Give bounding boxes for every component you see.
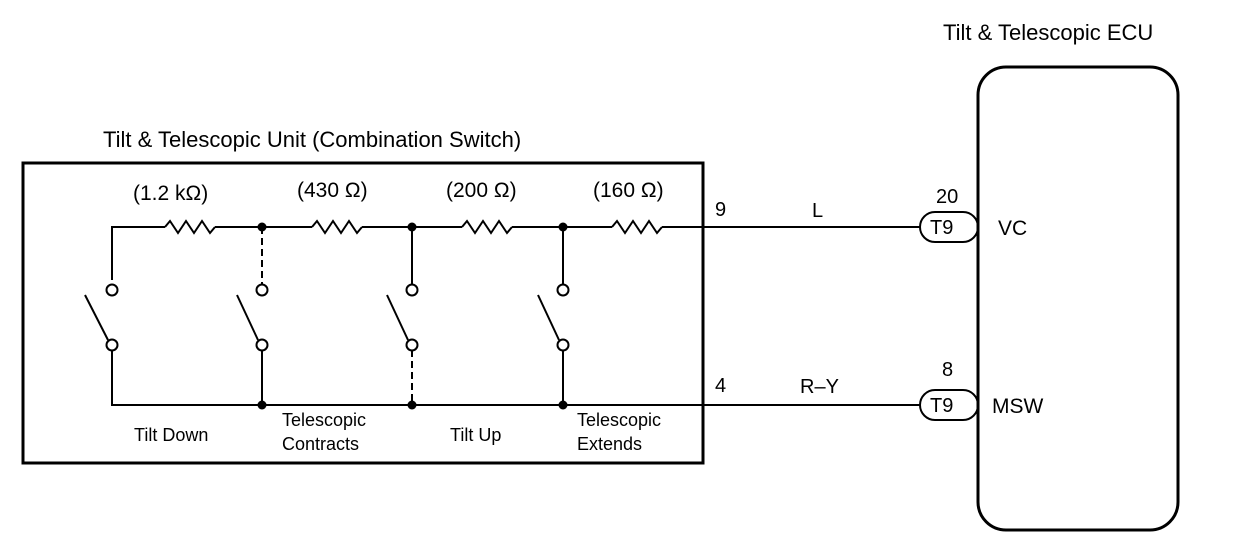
resistor-1-value: (1.2 kΩ) (133, 182, 208, 205)
switch-contact (105, 338, 119, 352)
connector-top-label: T9 (930, 217, 953, 239)
switch-contact (556, 338, 570, 352)
switch-blade-telescopic-extends (537, 294, 560, 341)
unit-pin-top: 9 (715, 199, 726, 221)
ecu-box (976, 65, 1180, 532)
top-bus-wire (111, 226, 165, 280)
switch-contact (556, 283, 570, 297)
connector-t9-bottom (919, 389, 979, 421)
ecu-pin-top: 20 (936, 186, 958, 208)
switch-contact (105, 283, 119, 297)
switch-blade-tilt-down (84, 294, 109, 341)
resistor-3 (461, 219, 513, 235)
switch-label-telescopic-extends-1: Telescopic (577, 410, 661, 430)
wire-color-bottom: R–Y (800, 376, 839, 398)
ecu-terminal-msw: MSW (992, 395, 1044, 418)
junction-dot (257, 222, 267, 232)
unit-title: Tilt & Telescopic Unit (Combination Swit… (103, 127, 521, 152)
switch-label-telescopic-contracts-2: Contracts (282, 434, 359, 454)
connector-bottom-label: T9 (930, 395, 953, 417)
resistor-2-value: (430 Ω) (297, 179, 368, 202)
switch-label-telescopic-contracts-1: Telescopic (282, 410, 366, 430)
resistor-4-value: (160 Ω) (593, 179, 664, 202)
switch-label-tilt-down: Tilt Down (134, 425, 208, 445)
resistor-1 (164, 219, 216, 235)
switch-contact (255, 283, 269, 297)
switch-blade-telescopic-contracts (236, 294, 259, 341)
connector-t9-top (919, 211, 979, 243)
unit-box (21, 161, 705, 465)
junction-dot (558, 222, 568, 232)
switch-contact (405, 338, 419, 352)
unit-pin-bottom: 4 (715, 375, 726, 397)
ecu-pin-bottom: 8 (942, 359, 953, 381)
wire-color-top: L (812, 200, 823, 222)
bottom-bus-wire (111, 350, 920, 406)
switch-contact (255, 338, 269, 352)
ecu-title: Tilt & Telescopic ECU (943, 20, 1153, 45)
junction-dot (558, 400, 568, 410)
switch-label-telescopic-extends-2: Extends (577, 434, 642, 454)
switch-contact (405, 283, 419, 297)
switch-label-tilt-up: Tilt Up (450, 425, 501, 445)
junction-dot (407, 222, 417, 232)
junction-dot (407, 400, 417, 410)
junction-dot (257, 400, 267, 410)
resistor-3-value: (200 Ω) (446, 179, 517, 202)
ecu-terminal-vc: VC (998, 217, 1027, 240)
resistor-4 (611, 219, 663, 235)
resistor-2 (311, 219, 363, 235)
switch-blade-tilt-up (386, 294, 409, 341)
